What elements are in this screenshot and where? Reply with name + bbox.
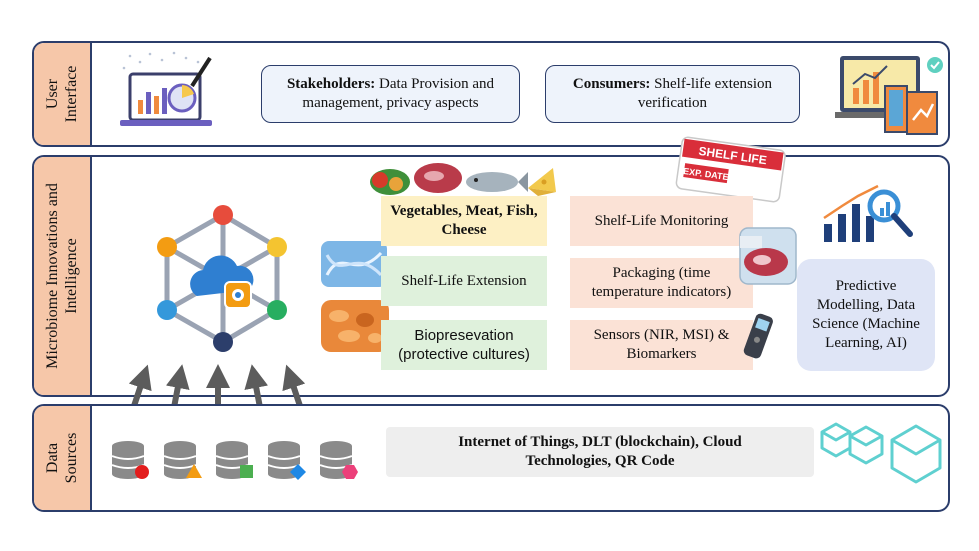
database-icon [215, 441, 253, 479]
meat-package-icon [739, 227, 797, 285]
stakeholders-text: Data Provision and management, privacy a… [302, 76, 495, 111]
shelf-life-monitoring-box: Shelf-Life Monitoring [570, 196, 753, 246]
network-cloud-icon [157, 205, 287, 352]
microbiome-label: Microbiome Innovations and Intelligence [44, 183, 80, 369]
network-node [157, 237, 177, 257]
network-node [157, 300, 177, 320]
database-icon [267, 441, 306, 480]
network-node [267, 237, 287, 257]
food-images [370, 163, 556, 196]
predictive-text: Predictive Modelling, Data Science (Mach… [812, 278, 920, 351]
dna-image [321, 241, 387, 287]
biopreservation-box: Biopresevation (protective cultures) [381, 320, 547, 370]
handheld-sensor-icon [743, 313, 773, 359]
bar-chart-magnifier-icon [823, 184, 913, 242]
consumers-title: Consumers: [572, 76, 651, 92]
row-label: Microbiome Innovations and Intelligence [34, 157, 92, 395]
row-label: Data Sources [34, 406, 92, 510]
database-icon [111, 441, 149, 479]
microbe-image [321, 300, 389, 352]
technologies-box: Internet of Things, DLT (blockchain), Cl… [386, 427, 814, 477]
dashboard-charts-icon [835, 56, 943, 135]
packaging-text: Packaging (time temperature indicators) [591, 265, 732, 300]
shelf-life-label-icon: SHELF LIFE EXP. DATE [675, 136, 786, 203]
shelf-life-monitoring-text: Shelf-Life Monitoring [594, 212, 729, 229]
foods-text: Vegetables, Meat, Fish, Cheese [390, 203, 538, 238]
consumers-box: Consumers: Shelf-life extension verifica… [545, 65, 800, 123]
database-icon [163, 441, 202, 479]
user-interface-label: User Interface [44, 65, 80, 123]
biopreservation-text: Biopresevation (protective cultures) [398, 327, 530, 363]
row-label: User Interface [34, 43, 92, 145]
packaging-box: Packaging (time temperature indicators) [570, 258, 753, 308]
foods-box: Vegetables, Meat, Fish, Cheese [381, 196, 547, 246]
database-icon [319, 441, 358, 479]
cubes-icon [820, 422, 942, 484]
database-icons [111, 441, 358, 480]
sensors-box: Sensors (NIR, MSI) & Biomarkers [570, 320, 753, 370]
network-node [213, 332, 233, 352]
predictive-box: Predictive Modelling, Data Science (Mach… [797, 259, 935, 371]
consumers-text: Shelf-life extension verification [637, 76, 773, 111]
network-node [213, 205, 233, 225]
laptop-analytics-icon [120, 51, 212, 126]
network-node [267, 300, 287, 320]
shelf-life-extension-text: Shelf-Life Extension [401, 272, 527, 289]
technologies-text: Internet of Things, DLT (blockchain), Cl… [458, 434, 742, 469]
shelf-life-extension-box: Shelf-Life Extension [381, 256, 547, 306]
sensors-text: Sensors (NIR, MSI) & Biomarkers [593, 327, 730, 362]
stakeholders-box: Stakeholders: Data Provision and managem… [261, 65, 520, 123]
stakeholders-title: Stakeholders: [286, 76, 376, 92]
data-sources-label: Data Sources [44, 432, 80, 484]
